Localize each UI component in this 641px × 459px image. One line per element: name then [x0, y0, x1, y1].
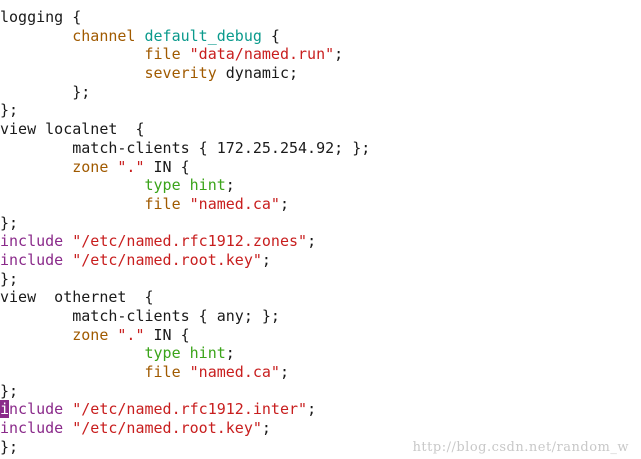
- code-token: "/etc/named.root.key": [72, 250, 262, 269]
- code-editor[interactable]: logging { channel default_debug { file "…: [0, 8, 641, 459]
- code-token: [181, 344, 190, 362]
- code-token: nclude: [9, 400, 64, 419]
- code-token: ;: [225, 176, 235, 195]
- code-token: };: [0, 213, 19, 232]
- code-line[interactable]: include "/etc/named.rfc1912.zones";: [0, 232, 641, 251]
- code-line[interactable]: zone "." IN {: [0, 326, 641, 345]
- code-token: file: [144, 363, 181, 382]
- code-line[interactable]: };: [0, 270, 641, 289]
- code-token: {: [261, 26, 280, 45]
- code-token: };: [0, 381, 19, 400]
- code-token: hint: [189, 344, 226, 363]
- code-token: [0, 363, 145, 381]
- code-token: "named.ca": [189, 194, 280, 213]
- code-token: [0, 64, 145, 82]
- code-token: ".": [117, 157, 145, 176]
- code-token: IN {: [144, 325, 190, 344]
- code-token: [0, 176, 145, 194]
- code-token: ;: [261, 250, 271, 269]
- code-token: [0, 27, 72, 45]
- code-token: [0, 326, 72, 344]
- code-token: [135, 27, 144, 45]
- code-token: include: [0, 250, 64, 269]
- code-token: [63, 251, 72, 269]
- code-token: default_debug: [144, 26, 262, 45]
- code-token: zone: [72, 325, 109, 344]
- code-token: channel: [72, 26, 136, 45]
- code-line[interactable]: };: [0, 214, 641, 233]
- code-token: [181, 195, 190, 213]
- code-token: type: [144, 176, 181, 195]
- code-line[interactable]: type hint;: [0, 176, 641, 195]
- code-token: IN {: [144, 157, 190, 176]
- code-line[interactable]: include "/etc/named.root.key";: [0, 419, 641, 438]
- code-token: file: [144, 45, 181, 64]
- code-token: [63, 400, 72, 418]
- code-line[interactable]: match-clients { 172.25.254.92; };: [0, 139, 641, 158]
- code-token: };: [0, 82, 91, 101]
- code-line[interactable]: include "/etc/named.root.key";: [0, 251, 641, 270]
- code-line[interactable]: view othernet {: [0, 288, 641, 307]
- code-token: logging {: [0, 8, 82, 26]
- code-token: severity: [144, 64, 217, 83]
- code-token: ;: [225, 344, 235, 363]
- code-token: };: [0, 269, 19, 288]
- code-token: match-clients { any; };: [0, 307, 280, 325]
- code-line[interactable]: file "data/named.run";: [0, 45, 641, 64]
- code-token: ;: [261, 419, 271, 438]
- code-token: dynamic;: [216, 64, 299, 83]
- code-token: ;: [334, 45, 344, 64]
- code-line[interactable]: };: [0, 83, 641, 102]
- code-token: [63, 232, 72, 250]
- code-token: "data/named.run": [189, 45, 335, 64]
- code-line[interactable]: };: [0, 382, 641, 401]
- code-token: [0, 195, 145, 213]
- code-token: "/etc/named.rfc1912.zones": [72, 232, 308, 251]
- watermark: http://blog.csdn.net/random_w: [412, 440, 629, 455]
- code-line[interactable]: severity dynamic;: [0, 64, 641, 83]
- code-line[interactable]: file "named.ca";: [0, 195, 641, 214]
- text-cursor: i: [0, 400, 10, 419]
- code-token: type: [144, 344, 181, 363]
- code-token: "/etc/named.rfc1912.inter": [72, 400, 308, 419]
- code-token: ;: [307, 232, 317, 251]
- code-token: view localnet {: [0, 120, 145, 139]
- code-token: [0, 45, 145, 63]
- code-line[interactable]: zone "." IN {: [0, 158, 641, 177]
- code-token: [181, 363, 190, 381]
- code-token: ;: [307, 400, 317, 419]
- code-line[interactable]: include "/etc/named.rfc1912.inter";: [0, 400, 641, 419]
- code-area[interactable]: logging { channel default_debug { file "…: [0, 8, 641, 457]
- code-token: "/etc/named.root.key": [72, 419, 262, 438]
- code-token: [181, 176, 190, 194]
- code-line[interactable]: };: [0, 438, 641, 457]
- code-line[interactable]: channel default_debug {: [0, 27, 641, 46]
- code-token: zone: [72, 157, 109, 176]
- code-token: ".": [117, 325, 145, 344]
- code-token: ;: [279, 363, 289, 382]
- code-token: [63, 419, 72, 437]
- code-line[interactable]: logging {: [0, 8, 641, 27]
- code-token: [0, 158, 72, 176]
- code-line[interactable]: };: [0, 101, 641, 120]
- code-line[interactable]: type hint;: [0, 344, 641, 363]
- code-line[interactable]: view localnet {: [0, 120, 641, 139]
- code-token: };: [0, 101, 19, 120]
- code-token: include: [0, 232, 64, 251]
- code-token: include: [0, 419, 64, 438]
- code-token: ;: [279, 194, 289, 213]
- code-line[interactable]: file "named.ca";: [0, 363, 641, 382]
- code-token: };: [0, 437, 19, 456]
- code-token: match-clients { 172.25.254.92; };: [0, 138, 371, 157]
- code-token: file: [144, 194, 181, 213]
- code-token: hint: [189, 176, 226, 195]
- code-token: [0, 344, 145, 362]
- code-token: [181, 45, 190, 63]
- code-token: "named.ca": [189, 363, 280, 382]
- code-token: view othernet {: [0, 288, 154, 307]
- code-line[interactable]: match-clients { any; };: [0, 307, 641, 326]
